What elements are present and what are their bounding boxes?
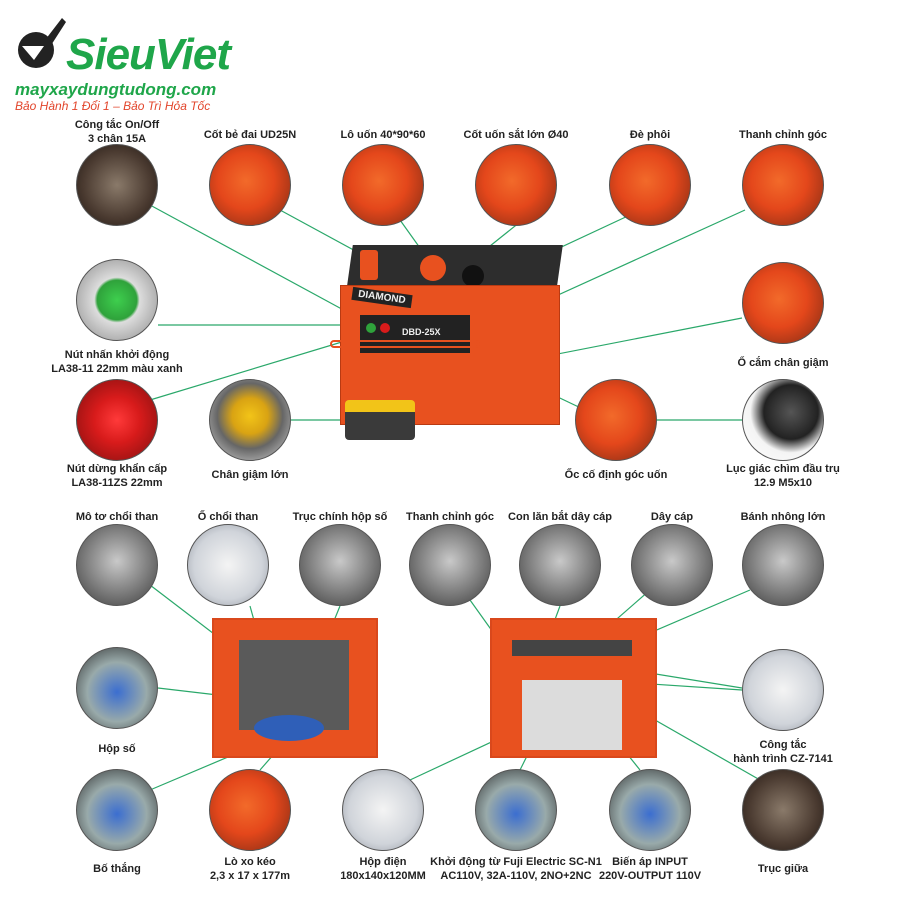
gearbox-main-shaft-photo <box>299 524 381 606</box>
large-bending-pin-photo <box>475 144 557 226</box>
start-button-photo <box>76 259 158 341</box>
angle-setter-photo <box>742 144 824 226</box>
part-label: Chân giậm lớn <box>211 469 289 481</box>
magnetic-contactor-photo <box>475 769 557 851</box>
foot-pedal-photo <box>209 379 291 461</box>
middle-shaft-photo <box>742 769 824 851</box>
part-label: Ổ cắm chân giậm <box>737 357 829 369</box>
part-label: Đè phôi <box>629 129 671 141</box>
brake-photo <box>76 769 158 851</box>
part-label: Dây cáp <box>650 511 694 523</box>
part-label: Trục chính hộp số <box>292 511 388 523</box>
part-label: Cốt uốn sắt lớn Ø40 <box>463 129 569 141</box>
workpiece-clamp-photo <box>609 144 691 226</box>
part-label: Bánh nhông lớn <box>740 511 826 523</box>
brand-website[interactable]: mayxaydungtudong.com <box>15 80 217 99</box>
limit-switch-photo <box>742 649 824 731</box>
tension-spring-photo <box>209 769 291 851</box>
part-label: Ốc cố định góc uốn <box>564 469 668 481</box>
transformer-photo <box>609 769 691 851</box>
hex-socket-screw-photo <box>742 379 824 461</box>
part-label: Mô tơ chổi than <box>75 511 159 523</box>
leader-line <box>149 204 363 321</box>
angle-lock-bolt-photo <box>575 379 657 461</box>
cable-roller-photo <box>519 524 601 606</box>
part-label: Thanh chỉnh góc <box>739 129 827 141</box>
pedal-socket-photo <box>742 262 824 344</box>
leader-line <box>149 334 366 401</box>
part-label: Hộp số <box>98 743 136 755</box>
large-sprocket-photo <box>742 524 824 606</box>
stirrup-bending-pin-photo <box>209 144 291 226</box>
part-label: Thanh chỉnh góc <box>406 511 494 523</box>
sieuviet-logo-icon <box>18 18 66 68</box>
start-button[interactable] <box>366 323 376 333</box>
model-label: DBD-25X <box>402 327 441 337</box>
foot-pedal[interactable] <box>345 400 415 440</box>
brush-motor-photo <box>76 524 158 606</box>
part-label: Cốt bẻ đai UD25N <box>203 129 297 141</box>
gearbox-photo <box>76 647 158 729</box>
emergency-stop-photo <box>76 379 158 461</box>
part-label: Bố thắng <box>93 863 141 875</box>
part-label: Lô uốn 40*90*60 <box>340 129 426 141</box>
angle-setter-rod-photo <box>409 524 491 606</box>
on-off-switch-photo <box>76 144 158 226</box>
carbon-brush-holder-photo <box>187 524 269 606</box>
part-label: Trục giữa <box>757 863 809 875</box>
part-label: Ố chổi than <box>197 511 259 523</box>
bending-machine: DIAMOND DBD-25X <box>330 245 568 440</box>
brand-slogan: Bảo Hành 1 Đổi 1 – Bảo Trì Hỏa Tốc <box>15 99 211 113</box>
stop-button[interactable] <box>380 323 390 333</box>
electrical-box-photo <box>342 769 424 851</box>
bending-roller-photo <box>342 144 424 226</box>
part-label: Con lăn bắt dây cáp <box>508 511 612 523</box>
electrical-interior-panel <box>490 618 657 758</box>
cable-photo <box>631 524 713 606</box>
gearbox-interior-panel <box>212 618 378 758</box>
brand-name: SieuViet <box>66 30 231 79</box>
